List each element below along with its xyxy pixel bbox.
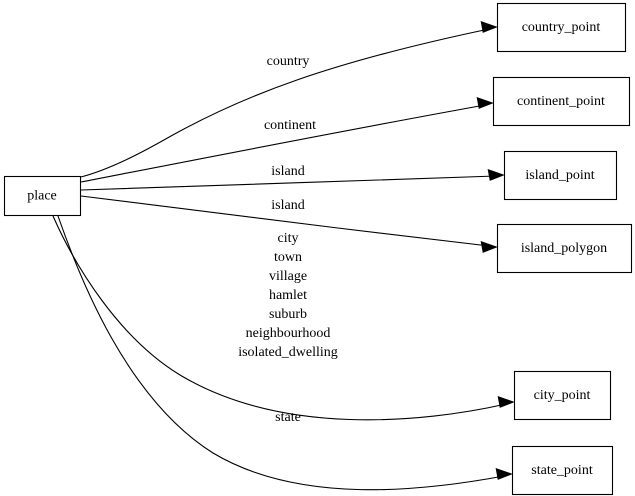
node-place[interactable]: place (3, 175, 82, 217)
edge-label-place-to-city_point: city town village hamlet suburb neighbourhood… (238, 231, 338, 360)
edge-place-to-country_point (80, 21, 498, 178)
edge-label-line: hamlet (269, 288, 307, 303)
node-country_point[interactable]: country_point (496, 2, 627, 53)
edge-line (80, 104, 486, 183)
edge-place-to-state_point (57, 215, 513, 491)
node-label: state_point (531, 463, 593, 478)
node-label: island_polygon (521, 241, 607, 256)
arrowhead-icon (495, 468, 513, 480)
edge-line (80, 175, 497, 191)
node-box[interactable] (492, 76, 631, 127)
edge-label-line: town (274, 250, 302, 265)
arrowhead-icon (480, 241, 498, 253)
arrowhead-icon (487, 169, 505, 181)
nodes-layer: place country_point continent_point island_… (3, 2, 633, 496)
node-label: place (27, 189, 57, 204)
edge-label-place-to-island_polygon: island (271, 198, 304, 213)
edges-layer (52, 21, 515, 491)
edge-labels-layer: country continent island island city town vill… (238, 54, 338, 425)
node-city_point[interactable]: city_point (513, 370, 612, 421)
edge-label-place-to-continent_point: continent (264, 118, 316, 133)
node-continent_point[interactable]: continent_point (492, 76, 631, 127)
node-box[interactable] (496, 223, 633, 274)
edge-line (80, 195, 490, 247)
edge-label-text: island (271, 198, 304, 213)
node-label: country_point (522, 20, 601, 35)
node-island_polygon[interactable]: island_polygon (496, 223, 633, 274)
edge-label-line: village (269, 269, 307, 284)
edge-line (52, 215, 507, 421)
edge-place-to-city_point (52, 215, 515, 421)
node-state_point[interactable]: state_point (511, 445, 614, 496)
edge-label-text: state (275, 410, 301, 425)
node-island_point[interactable]: island_point (503, 150, 618, 201)
node-box[interactable] (513, 370, 612, 421)
edge-line (80, 28, 490, 178)
node-label: island_point (525, 168, 594, 183)
edge-place-to-continent_point (80, 97, 494, 183)
edge-place-to-island_polygon (80, 195, 498, 253)
edge-label-text: country (267, 54, 310, 69)
arrowhead-icon (480, 21, 498, 33)
node-label: city_point (534, 388, 591, 403)
node-box[interactable] (496, 2, 627, 53)
edge-label-line: city (278, 231, 299, 246)
edge-label-place-to-state_point: state (275, 410, 301, 425)
node-box[interactable] (503, 150, 618, 201)
node-box[interactable] (3, 175, 82, 217)
edge-label-line: neighbourhood (246, 326, 331, 341)
edge-label-text: city town village hamlet suburb neighbourhood… (238, 231, 338, 360)
arrowhead-icon (476, 97, 494, 109)
node-label: continent_point (517, 94, 605, 109)
edge-label-place-to-country_point: country (267, 54, 310, 69)
arrowhead-icon (497, 396, 515, 408)
edge-label-text: island (271, 164, 304, 179)
edge-line (57, 215, 505, 491)
edge-label-text: continent (264, 118, 316, 133)
edge-label-place-to-island_point: island (271, 164, 304, 179)
node-box[interactable] (511, 445, 614, 496)
edge-label-line: suburb (269, 307, 307, 322)
edge-place-to-island_point (80, 169, 505, 191)
edge-label-line: isolated_dwelling (238, 345, 338, 360)
